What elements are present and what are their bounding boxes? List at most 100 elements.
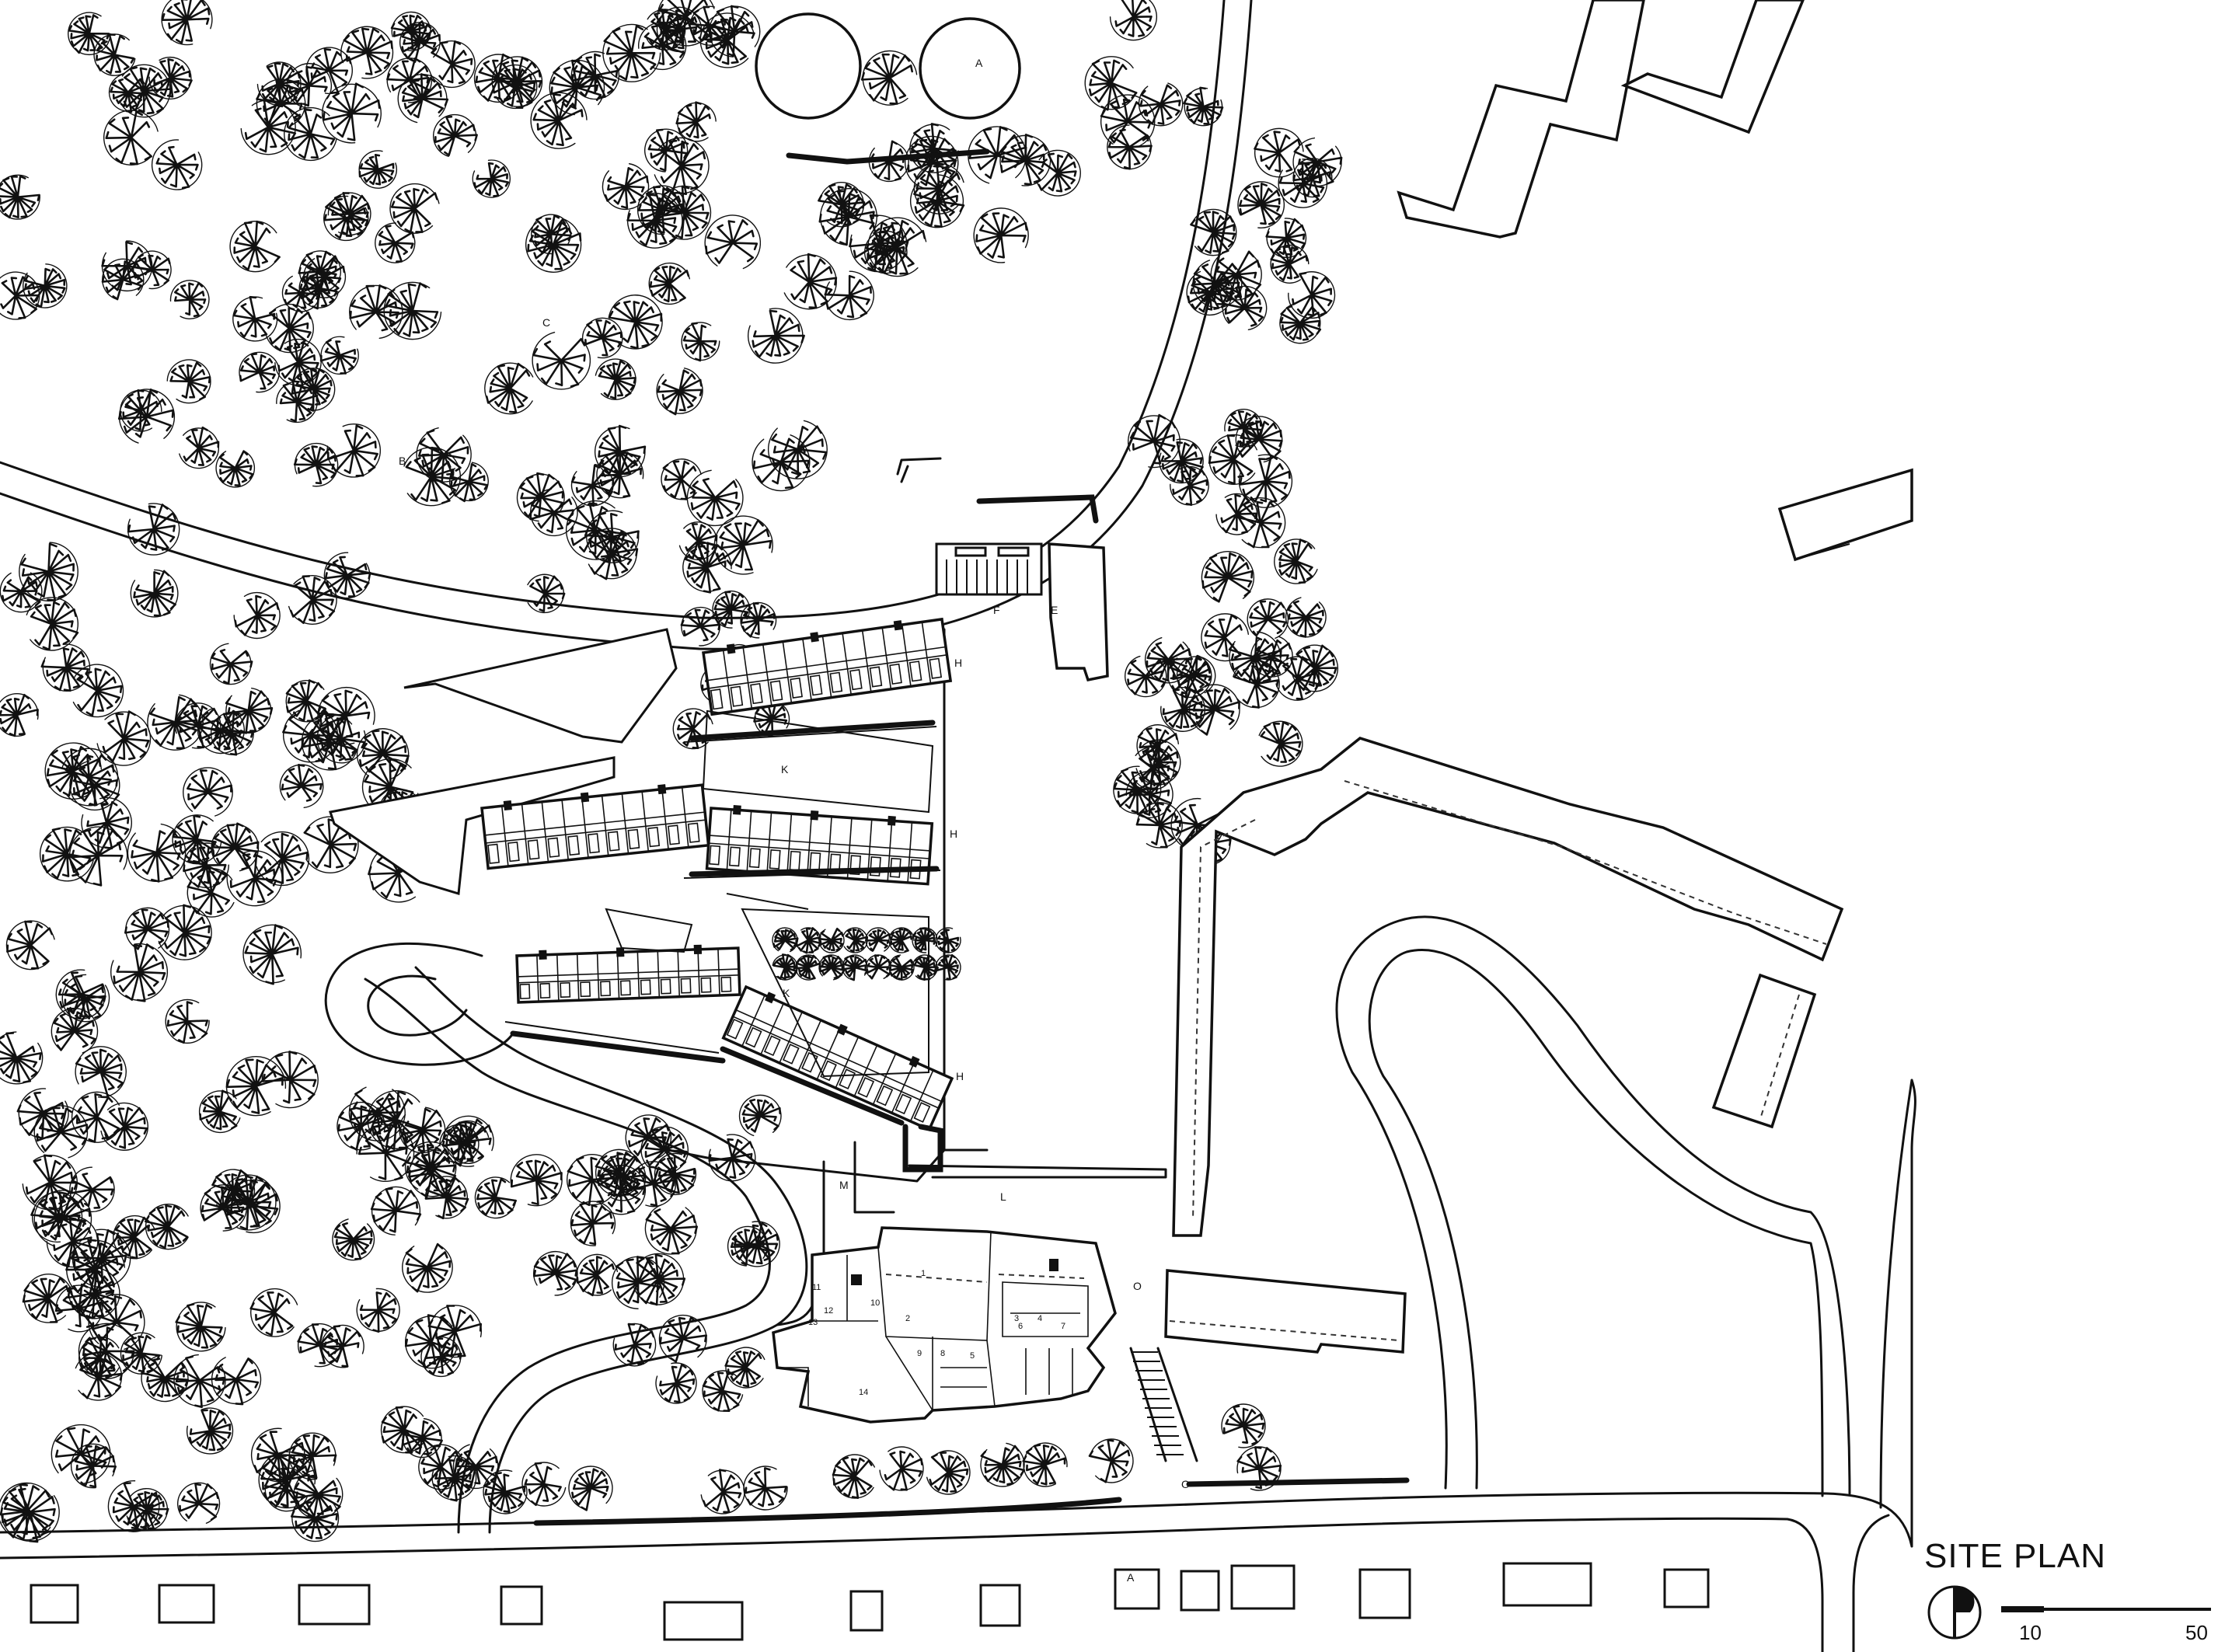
tree-icon (51, 1007, 99, 1054)
park-kiosk (896, 457, 942, 483)
tree-icon (285, 679, 327, 723)
tree-icon (1190, 208, 1237, 256)
tree-icon (375, 222, 416, 263)
tree-icon (416, 427, 472, 483)
tree-icon (879, 1446, 924, 1491)
tree-icon (165, 999, 210, 1044)
school-complex (329, 494, 1410, 1526)
tree-icon (408, 1148, 455, 1198)
tree-icon (151, 139, 203, 190)
tree-icon (0, 1483, 60, 1543)
tree-icon (818, 181, 866, 228)
tree-icon (570, 51, 620, 100)
tree-icon (1135, 802, 1183, 849)
tree-icon (935, 927, 961, 953)
tree-icon (0, 693, 39, 737)
tree-icon (263, 1467, 309, 1512)
tree-icon (187, 868, 235, 918)
tree-icon (72, 664, 124, 718)
house-outline (849, 1590, 884, 1632)
tree-icon (370, 1186, 422, 1236)
circular-tank-east (919, 17, 1021, 120)
room-number: 9 (917, 1349, 922, 1358)
wing-retaining-wall (510, 720, 940, 1126)
tree-icon (68, 12, 111, 56)
room-number: 14 (859, 1388, 868, 1397)
house-outline (663, 1601, 744, 1641)
tree-icon (71, 1229, 131, 1288)
room-number: 3 (1014, 1314, 1019, 1323)
loop-road-inner (1368, 949, 1824, 1497)
tree-icon (266, 303, 314, 354)
tree-icon (173, 1354, 226, 1409)
tree-icon (1084, 56, 1138, 111)
zone-label-B: B (399, 455, 406, 467)
tree-icon (1221, 285, 1268, 331)
tree-icon (232, 295, 278, 342)
tree-icon (648, 262, 691, 305)
existing-block-east-tail (1794, 543, 1850, 560)
dormitory-wing (702, 617, 953, 716)
tank-wall (786, 148, 990, 165)
tree-icon (303, 257, 347, 298)
zone-label-E: E (1051, 604, 1058, 616)
tree-icon (633, 1253, 686, 1306)
tree-icon (430, 40, 476, 89)
existing-block-north-2 (1620, 0, 1805, 134)
tree-icon (912, 927, 938, 953)
tree-icon (980, 1442, 1025, 1487)
tree-icon (1221, 1403, 1266, 1448)
tree-icon (702, 1370, 744, 1412)
tree-icon (211, 822, 260, 872)
south-east-stairs (1129, 1347, 1198, 1462)
tree-icon (598, 1165, 647, 1215)
tree-icon (399, 22, 441, 63)
lawn-K-north (702, 709, 934, 814)
dormitory-wings (480, 617, 954, 1173)
tree-icon (399, 1107, 446, 1154)
tree-icon (0, 271, 40, 320)
tree-icon (842, 954, 869, 981)
tree-icon (383, 281, 442, 340)
tree-icon (0, 174, 40, 220)
tree-icon (403, 446, 461, 507)
house-outline (298, 1584, 371, 1626)
house-outline (500, 1585, 543, 1626)
zone-label-H-1: H (954, 657, 962, 669)
tree-icon (158, 904, 212, 960)
lawn-K-south (741, 908, 929, 1078)
house-outline (158, 1584, 215, 1624)
room-number: 2 (905, 1314, 910, 1323)
tree-icon (713, 515, 773, 575)
zone-label-A: A (975, 57, 983, 69)
terrace-L-wall (908, 1164, 1167, 1179)
entry-wall (976, 494, 1099, 524)
tree-icon (145, 1203, 189, 1250)
tree-icon (19, 542, 78, 602)
scale-label-50: 50 (2185, 1621, 2208, 1644)
tree-icon (483, 1469, 528, 1514)
tree-icon (33, 1105, 89, 1159)
terrace-M (853, 1141, 895, 1214)
tree-icon (1107, 124, 1153, 170)
tree-icon (700, 1469, 745, 1514)
access-road-outer (364, 978, 771, 1534)
zone-label-H-3: H (956, 1070, 964, 1082)
tree-icon (1183, 86, 1224, 127)
east-garden-wall (1186, 1477, 1410, 1487)
zone-label-N: N (618, 1163, 626, 1176)
tree-icon (747, 308, 805, 364)
tree-icon (200, 1184, 247, 1232)
tree-icon (529, 488, 578, 537)
tree-icon (175, 1302, 226, 1352)
tree-icon (1188, 684, 1240, 736)
tree-icon (305, 47, 353, 95)
tree-icon (1125, 770, 1174, 819)
dormitory-wing (515, 944, 741, 1004)
tree-icon (356, 1288, 400, 1333)
tree-icon (319, 336, 359, 375)
house-outline (1358, 1568, 1411, 1619)
tree-icon (818, 954, 846, 981)
tree-icon (186, 1407, 234, 1455)
house-outline (1114, 1568, 1160, 1610)
